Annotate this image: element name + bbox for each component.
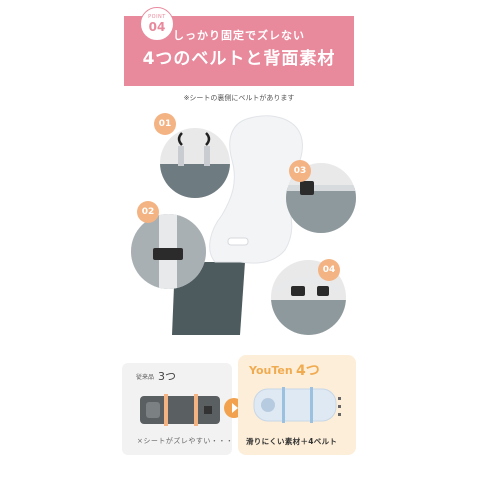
new-product-caption: 滑りにくい素材＋4ベルト [246,437,338,446]
callout-04-circle [271,260,346,335]
callout-01-circle [160,128,230,198]
point-label: POINT [148,14,166,20]
point-number: 04 [148,20,166,34]
buckle-belt-image [131,214,206,289]
hook-belt-image [160,132,230,198]
seat-slot [227,237,249,246]
callout-04-label: 04 [318,259,340,281]
callout-01-label: 01 [154,113,176,135]
callout-02-label: 02 [137,201,159,223]
callout-02-circle [131,214,206,289]
callout-03-circle [286,163,356,233]
header-note: ※シートの裏側にベルトがあります [183,94,295,102]
seat-front [209,115,303,264]
old-product-count: 3つ [158,370,176,383]
new-product-brand: YouTen [249,364,293,377]
callout-03-label: 03 [289,160,311,182]
old-seat-diagram [140,394,220,426]
new-product-count: 4つ [296,363,320,379]
header-title: 4つのベルトと背面素材 [142,49,336,69]
new-seat-diagram [253,387,341,423]
point-badge: POINT 04 [140,7,174,41]
old-product-caption: ×シートがズレやすい・・・ [137,437,234,445]
header-subtitle: しっかり固定でズレない [173,29,305,42]
old-product-label: 従来品 [136,374,155,381]
